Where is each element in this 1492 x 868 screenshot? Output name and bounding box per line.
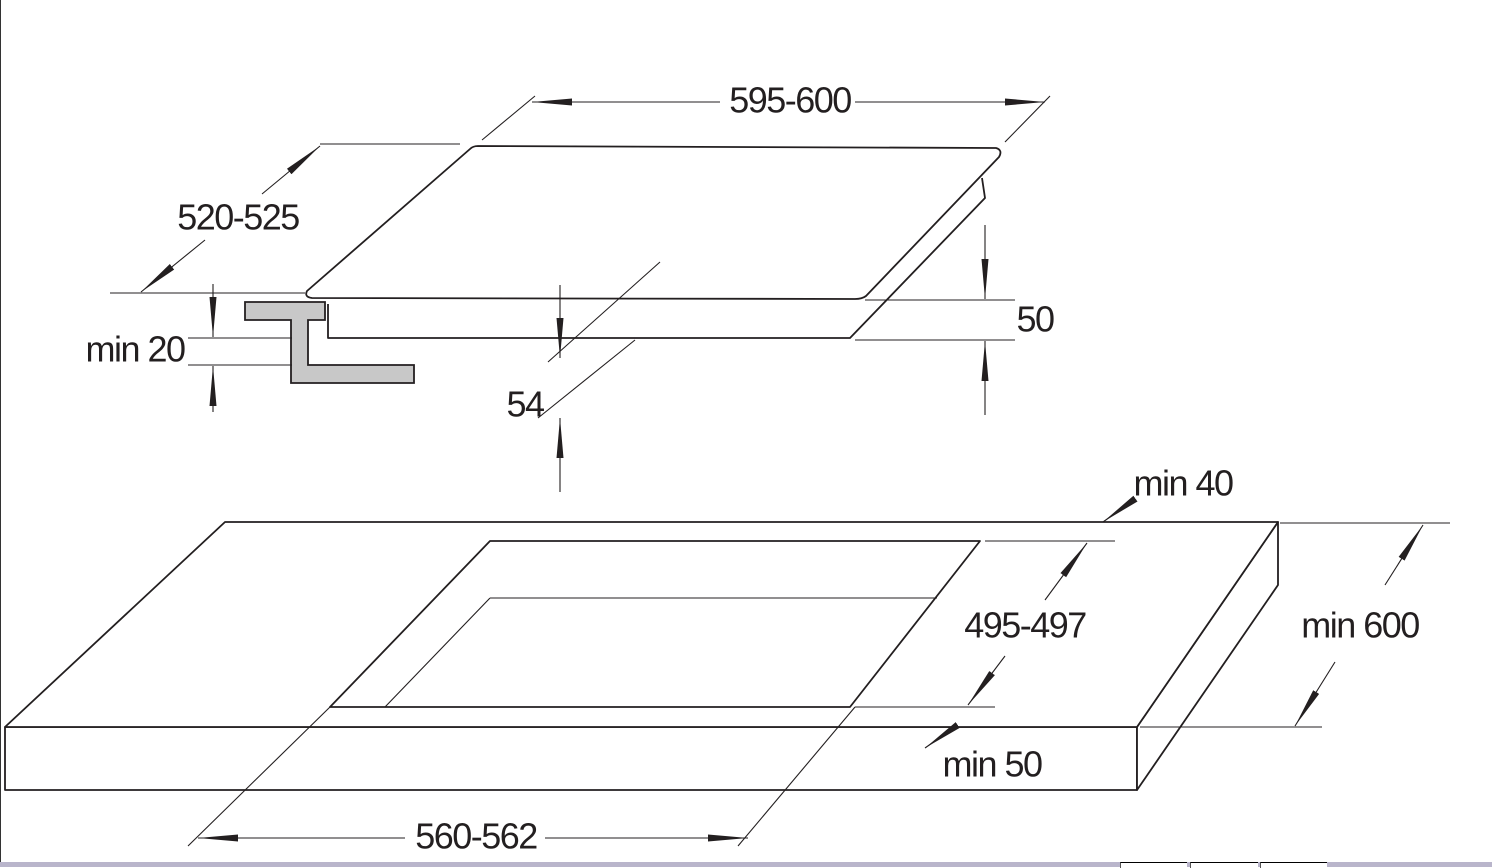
hob-width-label: 595-600 — [729, 80, 851, 121]
taskbar-tab[interactable] — [1260, 862, 1327, 868]
hob-depth-label: 520-525 — [177, 197, 299, 238]
hob-height-label: 50 — [1016, 299, 1054, 340]
dim-min-worktop-depth: min 600 — [1140, 522, 1450, 728]
worktop — [4, 521, 1279, 791]
min-worktop-depth-label: min 600 — [1301, 605, 1419, 646]
depth-below-label: 54 — [506, 384, 544, 425]
dim-min-clearance: min 20 — [85, 284, 292, 412]
min-clearance-label: min 20 — [85, 329, 185, 370]
cutout-outer — [329, 540, 981, 708]
cutout-depth-label: 495-497 — [964, 605, 1086, 646]
dim-min-front: min 50 — [924, 722, 1044, 785]
cutout-inner — [384, 597, 937, 708]
dim-cutout-width: 560-562 — [187, 706, 856, 857]
taskbar — [0, 862, 1492, 867]
taskbar-tab[interactable] — [1190, 862, 1258, 868]
dim-depth-below: 54 — [506, 261, 661, 492]
mounting-bracket — [244, 301, 415, 384]
dim-hob-height: 50 — [855, 225, 1055, 415]
dim-cutout-depth: 495-497 — [855, 540, 1115, 708]
dim-hob-depth: 520-525 — [110, 143, 460, 294]
min-front-label: min 50 — [942, 744, 1042, 785]
hob-top-surface — [305, 145, 1002, 300]
dim-min-back: min 40 — [1102, 463, 1235, 523]
dim-hob-width: 595-600 — [481, 80, 1051, 143]
taskbar-tab[interactable] — [1120, 862, 1187, 868]
cutout-width-label: 560-562 — [415, 816, 537, 857]
hob — [305, 145, 1002, 339]
min-back-label: min 40 — [1133, 463, 1233, 504]
